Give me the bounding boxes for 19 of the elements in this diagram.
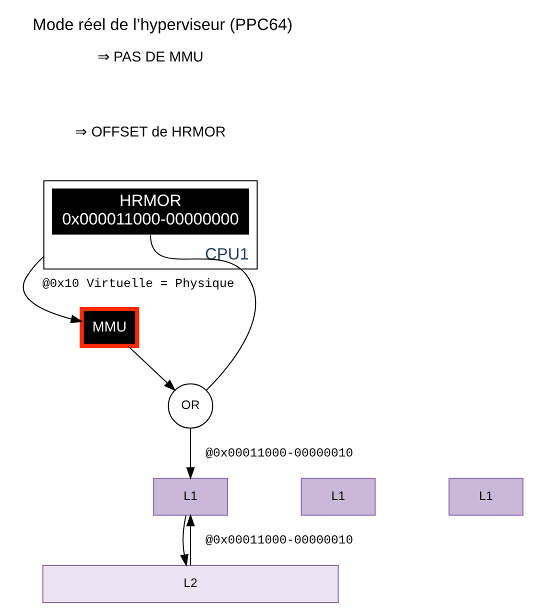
connector xyxy=(150,235,256,391)
edge-label: @0x10 Virtuelle = Physique xyxy=(42,277,234,292)
diagram-title: Mode réel de l’hyperviseur (PPC64) xyxy=(32,16,293,34)
edge-label: @0x00011000-00000010 xyxy=(206,534,354,548)
label: ⇒ OFFSET de HRMOR xyxy=(75,124,226,140)
arrow xyxy=(186,428,195,480)
node-box: L1 xyxy=(300,478,376,516)
node-box: HRMOR 0x000011000-00000000 xyxy=(52,188,249,235)
node-box: MMU xyxy=(80,306,140,348)
edge-label: @0x00011000-00000010 xyxy=(206,446,354,460)
arrow xyxy=(180,515,189,567)
node-box: L1 xyxy=(153,478,228,516)
node-circle: OR xyxy=(168,383,214,429)
node-box: L1 xyxy=(448,478,524,516)
arrow xyxy=(186,514,195,566)
arrow xyxy=(22,256,84,324)
arrow xyxy=(128,346,176,392)
label: ⇒ PAS DE MMU xyxy=(98,49,204,66)
node-box: L2 xyxy=(42,565,339,603)
